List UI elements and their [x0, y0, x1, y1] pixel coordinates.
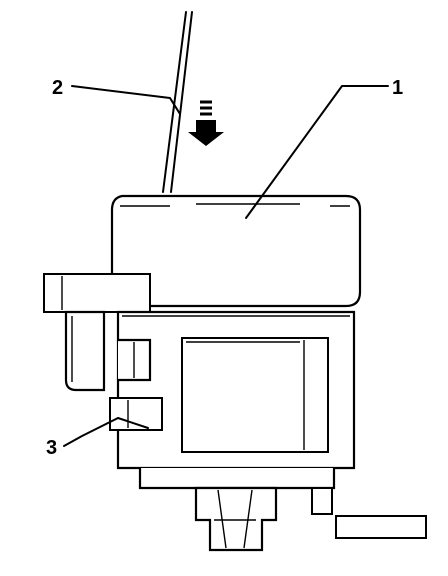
callout-2: 2: [52, 77, 63, 99]
callout-1: 1: [392, 77, 403, 99]
callout-3: 3: [46, 437, 57, 459]
label-box: [335, 515, 427, 539]
down-arrow-icon: [188, 100, 224, 146]
leader-lines: [63, 85, 389, 447]
left-post: [64, 310, 106, 392]
base-plate: [138, 468, 336, 490]
side-tab: [43, 273, 151, 313]
window: [181, 337, 329, 453]
bottom-connector: [194, 486, 278, 552]
clip: [109, 397, 163, 431]
right-pin: [311, 487, 333, 515]
wire: [162, 11, 193, 193]
cap-housing: [110, 194, 362, 308]
